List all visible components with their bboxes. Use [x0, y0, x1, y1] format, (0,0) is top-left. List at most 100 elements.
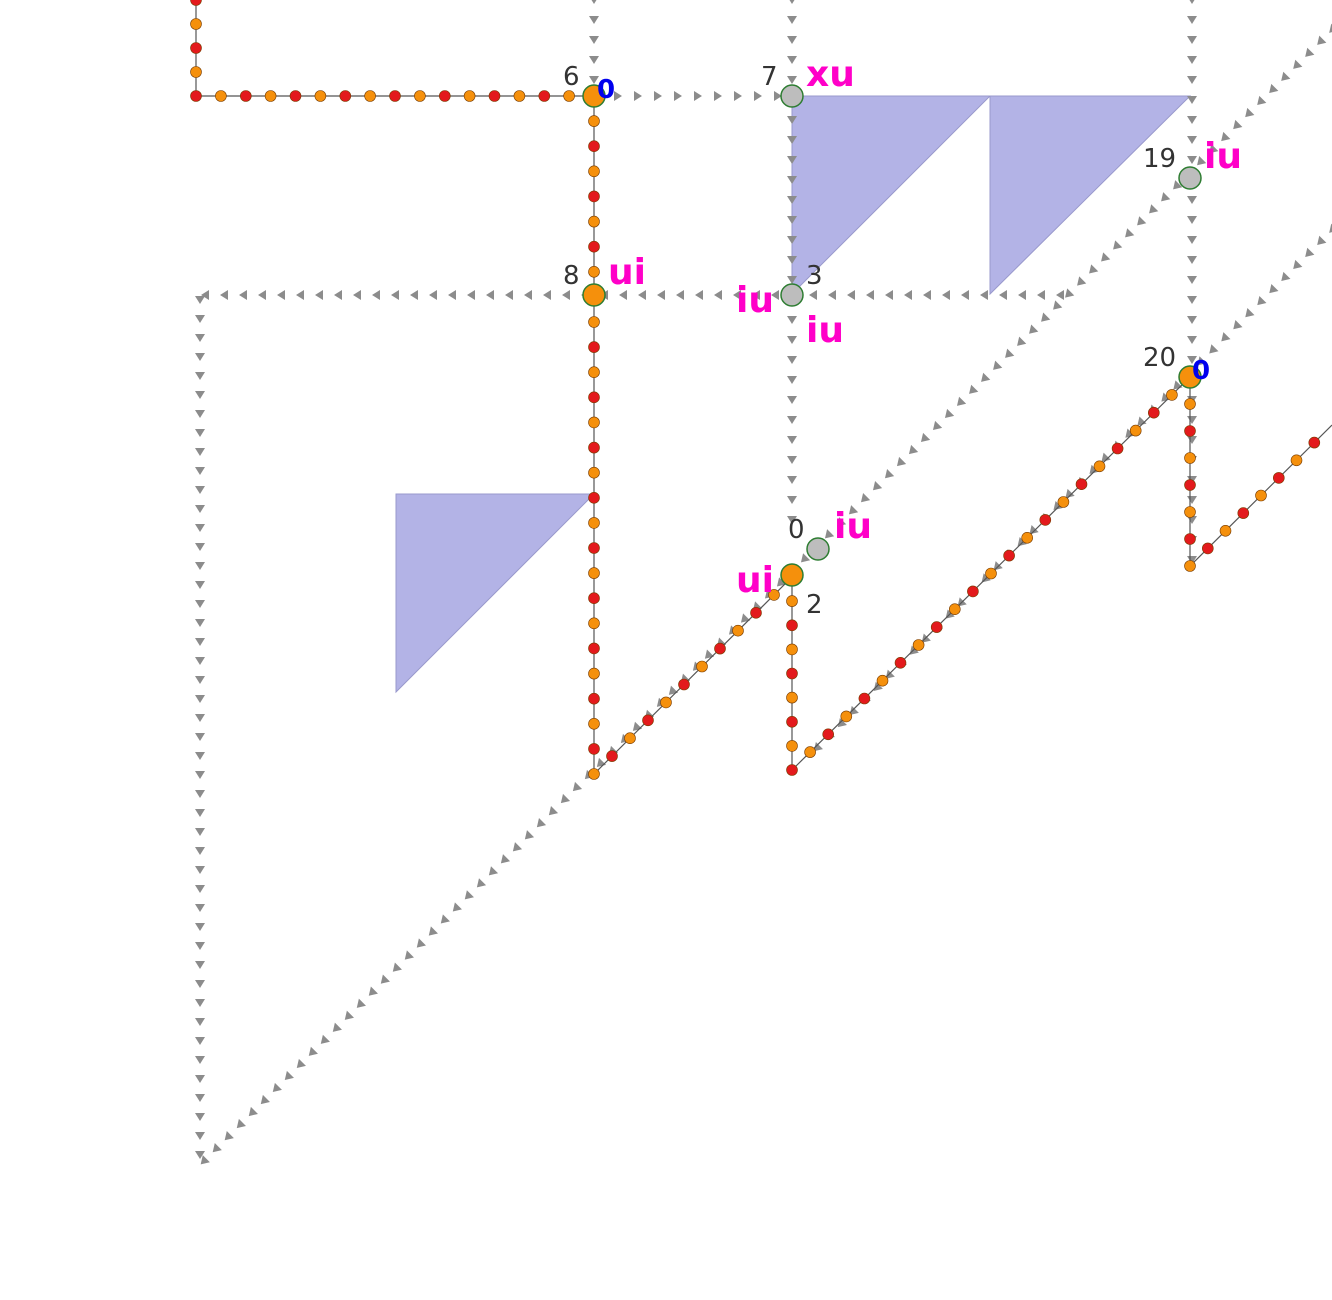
path-dot: [588, 743, 600, 755]
path-dot: [588, 617, 600, 630]
arrow-marker: [1305, 247, 1315, 257]
arrow-marker: [787, 56, 797, 64]
arrow-marker: [787, 0, 797, 4]
arrow-marker: [787, 136, 797, 144]
arrow-marker: [195, 505, 205, 513]
arrow-marker: [619, 290, 627, 300]
path-dot: [588, 416, 600, 429]
arrow-marker: [787, 336, 797, 344]
arrow-marker: [1329, 23, 1332, 33]
node-3-circle[interactable]: [780, 283, 804, 307]
arrow-marker: [195, 410, 205, 418]
path-dot: [588, 642, 600, 655]
arrow-marker: [981, 372, 991, 382]
path-dot: [786, 740, 798, 752]
arrow-marker: [848, 505, 859, 515]
arrow-marker: [589, 76, 599, 84]
path-dot: [488, 90, 501, 102]
arrow-marker: [195, 1056, 205, 1064]
arrow-marker: [1056, 290, 1064, 300]
node-6-number: 6: [563, 62, 580, 92]
node-3-label-below: iu: [806, 310, 844, 351]
arrow-marker: [787, 16, 797, 24]
arrow-marker: [195, 752, 205, 760]
arrow-marker: [676, 290, 684, 300]
arrow-marker: [1317, 235, 1327, 245]
node-7-circle[interactable]: [780, 84, 804, 108]
arrow-marker: [1149, 204, 1159, 214]
arrow-marker: [272, 1082, 282, 1093]
arrow-marker: [860, 493, 871, 503]
arrow-marker: [813, 742, 823, 752]
path-dot: [588, 567, 600, 579]
arrow-marker: [195, 1018, 205, 1026]
arrow-marker: [1089, 264, 1099, 274]
node-20-circle[interactable]: [1178, 365, 1202, 389]
path-dot: [240, 90, 252, 102]
path-dot: [588, 542, 600, 554]
path-dot: [463, 90, 476, 102]
arrow-marker: [1018, 290, 1026, 300]
arrow-marker: [999, 290, 1007, 300]
arrow-marker: [1197, 156, 1207, 166]
arrow-marker: [353, 290, 361, 300]
node-19-circle[interactable]: [1178, 166, 1202, 190]
arrow-marker: [908, 444, 919, 455]
path-dot: [389, 90, 401, 102]
arrow-marker: [1089, 464, 1099, 474]
arrow-marker: [195, 904, 205, 912]
arrow-marker: [787, 236, 797, 244]
node-0-circle[interactable]: [806, 537, 830, 561]
shaded-triangle-1: [791, 95, 992, 296]
arrow-marker: [674, 91, 682, 101]
arrow-marker: [356, 998, 366, 1008]
arrow-marker: [195, 600, 205, 608]
arrow-marker: [944, 408, 955, 419]
arrow-marker: [980, 290, 988, 300]
arrow-marker: [1257, 95, 1267, 106]
arrow-marker: [195, 1094, 205, 1102]
node-8-number: 8: [563, 261, 580, 291]
arrow-marker: [201, 290, 209, 300]
node-8-label: ui: [608, 252, 646, 293]
arrow-marker: [1187, 36, 1197, 44]
arrow-marker: [920, 432, 931, 443]
path-dot: [786, 595, 798, 607]
path-dot: [696, 660, 708, 673]
node-2-circle[interactable]: [780, 563, 804, 587]
path-dot: [786, 619, 798, 632]
path-dot: [538, 90, 551, 102]
arrow-marker: [787, 376, 797, 384]
path-dot: [364, 90, 376, 102]
arrow-marker: [195, 676, 205, 684]
arrow-marker: [239, 290, 247, 300]
arrow-marker: [1005, 348, 1015, 358]
path-dot: [264, 90, 277, 102]
arrow-marker: [195, 486, 205, 494]
arrow-marker: [195, 923, 205, 931]
arrow-marker: [440, 914, 450, 924]
arrow-marker: [1187, 156, 1197, 164]
path-dot: [1129, 424, 1142, 437]
path-dot: [563, 90, 575, 102]
arrow-marker: [320, 1034, 330, 1044]
path-dot: [750, 606, 762, 619]
arrow-marker: [1137, 416, 1147, 426]
arrow-marker: [315, 290, 323, 300]
path-dot: [588, 667, 600, 680]
path-dot: [876, 674, 889, 687]
arrow-marker: [1173, 180, 1183, 190]
shaded-triangle-3: [395, 493, 596, 694]
arrow-marker: [195, 980, 205, 988]
path-dot: [624, 732, 636, 745]
arrow-marker: [236, 1118, 246, 1129]
arrow-marker: [404, 950, 414, 960]
node-19-number: 19: [1143, 144, 1176, 174]
shaded-triangles: [395, 95, 1192, 694]
arrow-marker: [734, 91, 742, 101]
node-8-circle[interactable]: [582, 283, 606, 307]
node-6-circle[interactable]: [582, 84, 606, 108]
arrow-marker: [1187, 336, 1197, 344]
arrow-marker: [809, 290, 817, 300]
path-dot: [588, 692, 600, 705]
